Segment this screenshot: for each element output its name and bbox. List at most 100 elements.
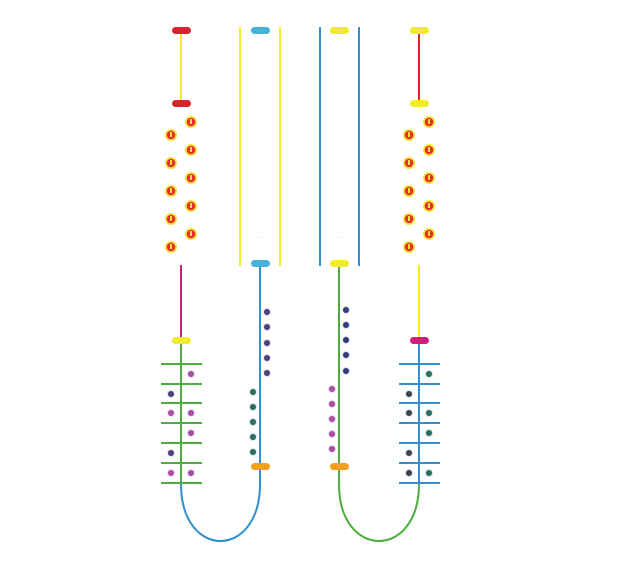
lane4-rungs-dot-5 — [405, 449, 413, 457]
lane1-rungs-dot-1 — [167, 390, 175, 398]
lane2-lower-dot-0 — [249, 388, 257, 396]
left-u-curve — [180, 483, 261, 542]
lane2-lower-dot-2 — [249, 418, 257, 426]
lane-2-low-badge — [251, 463, 270, 470]
lane4-dots-a-3-mark — [408, 216, 410, 221]
lane3-lower-dot-3 — [328, 430, 336, 438]
lane1-rungs-dot-6 — [167, 469, 175, 477]
lane1-dots-a-2 — [165, 185, 177, 197]
lane3-lower-dot-1 — [328, 400, 336, 408]
lane1-dots-b-1 — [185, 144, 197, 156]
lane4-dots-a-2-mark — [408, 188, 410, 193]
lane1-dots-a-4-mark — [170, 244, 172, 249]
lane4-dots-b-1-mark — [428, 147, 430, 152]
lane4-dots-b-3-mark — [428, 203, 430, 208]
lane1-dots-b-1-mark — [190, 147, 192, 152]
lane4-dots-b-4-mark — [428, 231, 430, 236]
lane3-lower-dot-0 — [328, 385, 336, 393]
lane4-dots-b-0 — [423, 116, 435, 128]
lane2-upper-dot-2 — [263, 339, 271, 347]
lane4-dots-a-1 — [403, 157, 415, 169]
lane4-rungs-dot-1 — [405, 390, 413, 398]
lane-3-mid-badge — [330, 260, 349, 267]
lane2-lower-dot-3 — [249, 433, 257, 441]
lane1-rungs-dot-2 — [167, 409, 175, 417]
lane1-rungs-dot-4 — [187, 429, 195, 437]
right-u-curve — [338, 483, 420, 542]
lane-2-dots — [249, 308, 271, 456]
lane1-dots-b-0 — [185, 116, 197, 128]
lane-4-low-badge — [410, 337, 429, 344]
lane2-upper-dot-1 — [263, 323, 271, 331]
lane1-dots-b-0-mark — [190, 119, 192, 124]
lane4-dots-b-2-mark — [428, 175, 430, 180]
lane1-dots-a-4 — [165, 241, 177, 253]
lane1-dots-a-1-mark — [170, 160, 172, 165]
lane3-lower-dot-4 — [328, 445, 336, 453]
lane4-dots-a-1-mark — [408, 160, 410, 165]
lane1-dots-a-2-mark — [170, 188, 172, 193]
lane1-dots-b-3 — [185, 200, 197, 212]
lane-3-low-badge — [330, 463, 349, 470]
lane1-dots-b-4-mark — [190, 231, 192, 236]
lane4-rungs-dot-4 — [425, 429, 433, 437]
lane-4-mid-badge — [410, 100, 429, 107]
lane4-dots-a-0-mark — [408, 132, 410, 137]
lane3-upper-dot-2 — [342, 336, 350, 344]
lane-1-dot-grid — [165, 116, 197, 253]
lane-4-dot-grid — [403, 116, 435, 253]
lane-4-ladder — [399, 363, 440, 484]
lane1-dots-b-2 — [185, 172, 197, 184]
lane3-upper-dot-3 — [342, 351, 350, 359]
lane1-dots-a-0 — [165, 129, 177, 141]
lane1-dots-b-3-mark — [190, 203, 192, 208]
lane4-dots-a-4 — [403, 241, 415, 253]
lane-1-low-badge — [172, 337, 191, 344]
lane-3-top-badge — [330, 27, 349, 34]
lane-2-mid-badge — [251, 260, 270, 267]
lane4-dots-b-3 — [423, 200, 435, 212]
lane1-dots-a-0-mark — [170, 132, 172, 137]
lane1-dots-b-4 — [185, 228, 197, 240]
lane1-dots-a-1 — [165, 157, 177, 169]
lane3-upper-dot-0 — [342, 306, 350, 314]
lane3-lower-dot-2 — [328, 415, 336, 423]
lane-1-ladder — [161, 363, 202, 484]
lane4-dots-a-2 — [403, 185, 415, 197]
lane4-rungs-dot-0 — [425, 370, 433, 378]
lane1-dots-a-3-mark — [170, 216, 172, 221]
lane2-lower-dot-1 — [249, 403, 257, 411]
lane-3-dots — [328, 306, 350, 453]
lane-1 — [161, 27, 202, 484]
lane-3 — [319, 27, 360, 484]
lane2-lower-dot-4 — [249, 448, 257, 456]
lane4-dots-b-1 — [423, 144, 435, 156]
lane1-rungs-dot-3 — [187, 409, 195, 417]
lane2-upper-dot-3 — [263, 354, 271, 362]
lane4-dots-a-0 — [403, 129, 415, 141]
lane4-dots-b-4 — [423, 228, 435, 240]
lane4-rungs-dot-3 — [425, 409, 433, 417]
lane1-rungs-dot-7 — [187, 469, 195, 477]
lane2-upper-dot-0 — [263, 308, 271, 316]
lane3-upper-dot-1 — [342, 321, 350, 329]
lane-4 — [399, 27, 440, 484]
lane-1-top-badge — [172, 27, 191, 34]
lane1-dots-b-2-mark — [190, 175, 192, 180]
lane4-dots-a-3 — [403, 213, 415, 225]
lane1-dots-a-3 — [165, 213, 177, 225]
lane1-rungs-dot-5 — [167, 449, 175, 457]
lane4-rungs-dot-2 — [405, 409, 413, 417]
lane3-upper-dot-4 — [342, 367, 350, 375]
lane-2-top-badge — [251, 27, 270, 34]
lane4-dots-b-2 — [423, 172, 435, 184]
lane1-rungs-dot-0 — [187, 370, 195, 378]
lane-3-faint-mark: ~ — [335, 233, 343, 243]
lane-4-top-badge — [410, 27, 429, 34]
lane-2-faint-mark: ~ — [256, 233, 264, 243]
lane4-dots-b-0-mark — [428, 119, 430, 124]
lane-2 — [239, 27, 281, 484]
lane4-dots-a-4-mark — [408, 244, 410, 249]
